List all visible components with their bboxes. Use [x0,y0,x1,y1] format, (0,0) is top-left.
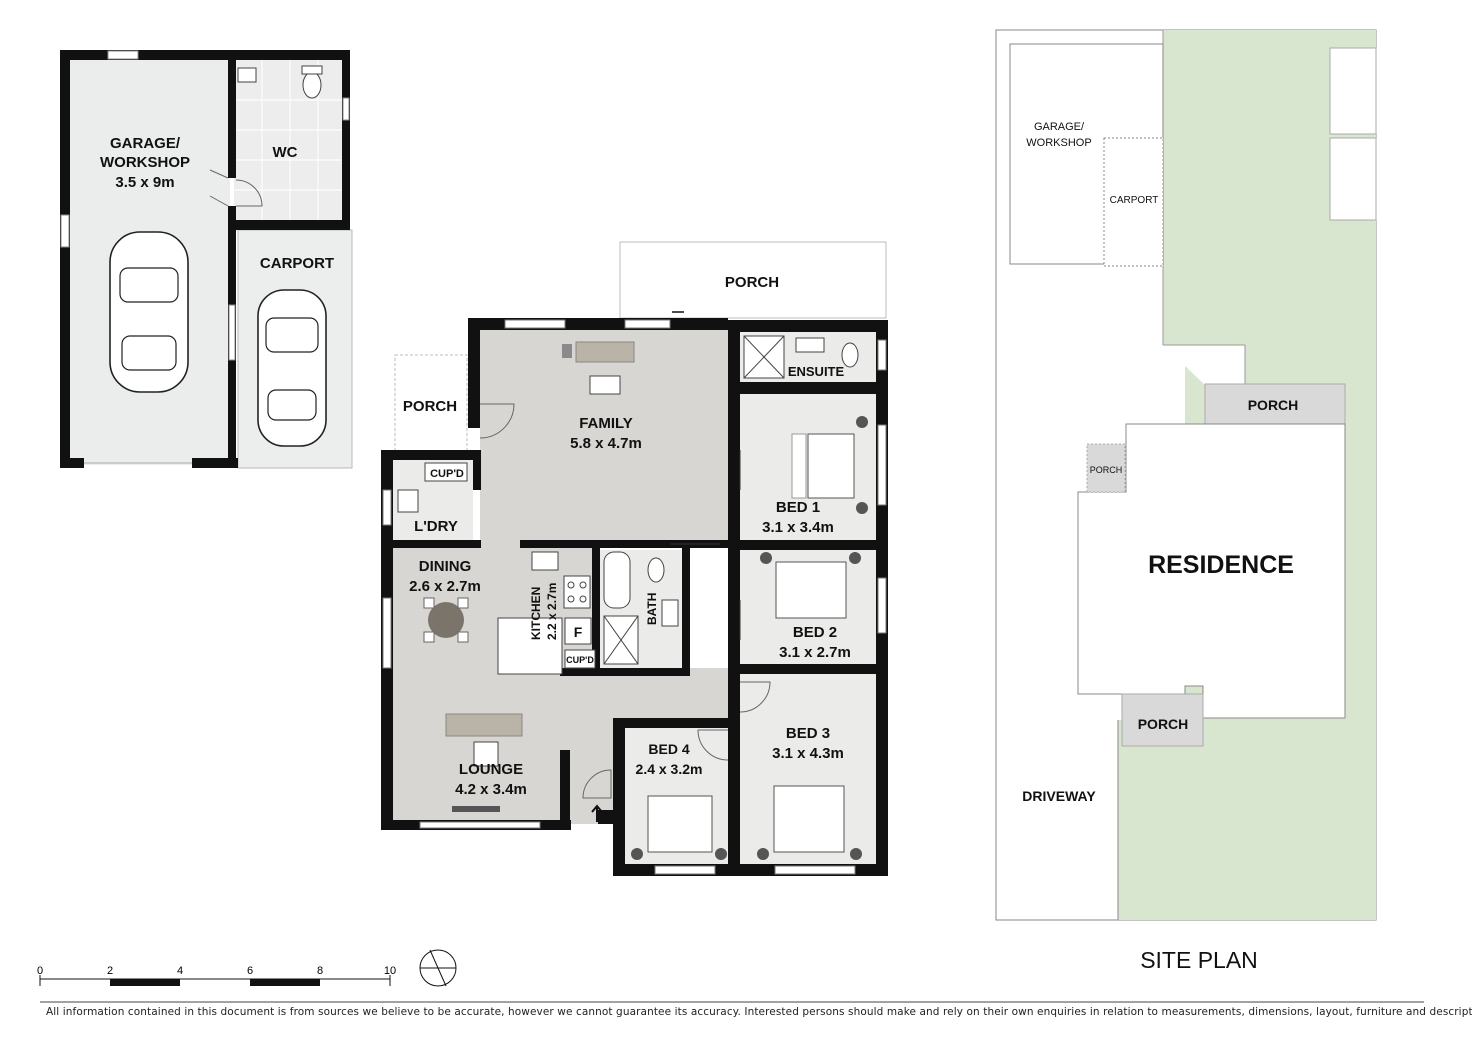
car-icon [109,231,189,393]
room-dims: 3.1 x 2.7m [779,644,851,661]
site-plan: GARAGE/ WORKSHOP CARPORT PORCH PORCH RES… [995,29,1377,973]
scale-tick: 4 [177,965,183,977]
room-dims: 2.4 x 3.2m [636,761,703,777]
site-label: PORCH [1090,465,1123,475]
car-icon [257,289,327,447]
bed-icon [757,785,862,860]
room-label: BATH [645,593,659,625]
main-house [381,241,888,876]
site-label: PORCH [1138,716,1189,732]
room-dims: 3.1 x 3.4m [762,519,834,536]
scale-bar: 0 2 4 6 8 10 [37,965,396,986]
room-label: F [574,624,583,640]
bed-icon [791,416,868,514]
site-label: PORCH [1248,397,1299,413]
room-label: GARAGE/ [110,135,181,152]
room-label: BED 4 [648,741,689,757]
residence-label: RESIDENCE [1148,551,1294,579]
room-label: BED 1 [776,499,820,516]
site-plan-title: SITE PLAN [1140,947,1258,973]
room-dims: 3.5 x 9m [115,174,174,191]
scale-tick: 2 [107,965,113,977]
site-label: GARAGE/ [1034,121,1085,133]
room-labels: GARAGE/ WORKSHOP 3.5 x 9m WC CARPORT POR… [100,135,851,798]
room-label: ENSUITE [788,364,845,379]
room-label: CUP'D [430,468,464,480]
room-label: L'DRY [414,518,458,535]
room-label: PORCH [403,398,457,415]
garage-building [60,50,353,469]
bed-icon [760,552,861,619]
room-label: CUP'D [566,655,594,665]
room-dims: 5.8 x 4.7m [570,435,642,452]
site-label: DRIVEWAY [1022,788,1096,804]
room-label: CARPORT [260,255,334,272]
room-label: WORKSHOP [100,154,190,171]
room-label: BED 2 [793,624,837,641]
room-dims: 3.1 x 4.3m [772,745,844,762]
room-label: LOUNGE [459,761,523,778]
room-label: WC [273,144,298,161]
room-label: PORCH [725,274,779,291]
dining-table-icon [423,597,469,643]
bed-icon [631,795,727,860]
room-label: BED 3 [786,725,830,742]
site-label: CARPORT [1110,195,1159,206]
disclaimer-text: All information contained in this docume… [46,1006,1472,1018]
room-label: KITCHEN [529,587,543,640]
scale-tick: 0 [37,965,43,977]
room-dims: 2.6 x 2.7m [409,578,481,595]
room-label: FAMILY [579,415,633,432]
scale-tick: 8 [317,965,323,977]
compass-icon [419,949,457,987]
scale-tick: 10 [384,965,396,977]
scale-tick: 6 [247,965,253,977]
room-dims: 4.2 x 3.4m [455,781,527,798]
room-label: DINING [419,558,472,575]
room-dims: 2.2 x 2.7m [545,583,559,640]
site-label: WORKSHOP [1026,137,1091,149]
